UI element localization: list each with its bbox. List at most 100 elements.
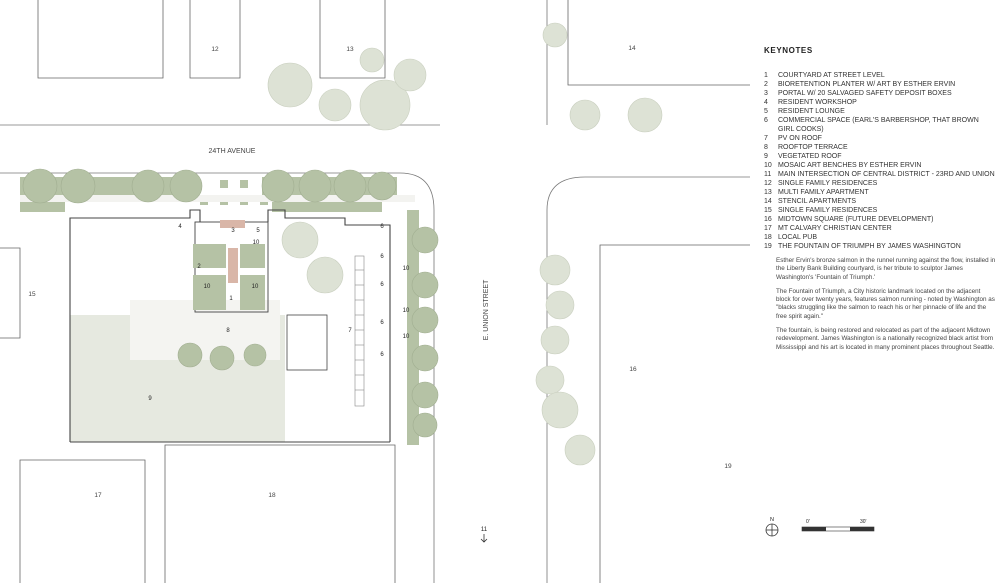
lot-lines bbox=[0, 0, 750, 583]
keynote-number: 16 bbox=[764, 216, 772, 223]
keynote-text: LOCAL PUB bbox=[778, 234, 818, 241]
keynote-number: 13 bbox=[764, 189, 772, 196]
key-10d: 10 bbox=[403, 266, 410, 272]
key-8: 8 bbox=[226, 328, 230, 334]
keynote-text: RESIDENT LOUNGE bbox=[778, 108, 845, 115]
key-7: 7 bbox=[348, 328, 352, 334]
keynote-text: STENCIL APARTMENTS bbox=[778, 198, 857, 205]
keynote-item: 16 MIDTOWN SQUARE (FUTURE DEVELOPMENT) bbox=[764, 215, 996, 224]
keynote-item: 2 BIORETENTION PLANTER W/ ART BY ESTHER E… bbox=[764, 80, 996, 89]
key-10c: 10 bbox=[252, 284, 259, 290]
keynote-number: 8 bbox=[764, 144, 768, 151]
keynote-item: 4 RESIDENT WORKSHOP bbox=[764, 98, 996, 107]
keynote-number: 1 bbox=[764, 72, 768, 79]
lot-18: 18 bbox=[268, 492, 276, 499]
north-label: N bbox=[770, 517, 774, 523]
keynote-text: SINGLE FAMILY RESIDENCES bbox=[778, 207, 878, 214]
scale-end: 30' bbox=[860, 519, 867, 525]
lot-number-labels: 12 13 14 15 16 17 18 19 bbox=[28, 45, 732, 499]
key-2: 2 bbox=[197, 264, 201, 270]
street-label-24th: 24TH AVENUE bbox=[209, 148, 256, 155]
street-curbs bbox=[0, 0, 750, 583]
keynote-text: SINGLE FAMILY RESIDENCES bbox=[778, 180, 878, 187]
keynote-text: MOSAIC ART BENCHES BY ESTHER ERVIN bbox=[778, 162, 922, 169]
street-label-union: E. UNION STREET bbox=[483, 279, 490, 340]
keynote-item: 11 MAIN INTERSECTION OF CENTRAL DISTRICT … bbox=[764, 170, 996, 179]
lot-16: 16 bbox=[629, 366, 637, 373]
lot-17: 17 bbox=[94, 492, 102, 499]
key-3: 3 bbox=[231, 228, 235, 234]
keynote-item: 19 THE FOUNTAIN OF TRIUMPH BY JAMES WASHI… bbox=[764, 242, 996, 251]
keynote-text: MIDTOWN SQUARE (FUTURE DEVELOPMENT) bbox=[778, 216, 934, 223]
site-plan: 24TH AVENUE E. UNION STREET 12 13 14 15 … bbox=[0, 0, 750, 583]
key-10b: 10 bbox=[204, 284, 211, 290]
pv-panels bbox=[354, 255, 365, 407]
keynote-item: 10 MOSAIC ART BENCHES BY ESTHER ERVIN bbox=[764, 161, 996, 170]
keynote-item: 12 SINGLE FAMILY RESIDENCES bbox=[764, 179, 996, 188]
north-arrow-icon: N bbox=[765, 517, 779, 537]
key-10a: 10 bbox=[253, 240, 260, 246]
keynote-number: 9 bbox=[764, 153, 768, 160]
keynote-item: 8 ROOFTOP TERRACE bbox=[764, 143, 996, 152]
key-4: 4 bbox=[178, 224, 182, 230]
key-10f: 10 bbox=[403, 334, 410, 340]
keynote-number: 7 bbox=[764, 135, 768, 142]
keynote-text: MT CALVARY CHRISTIAN CENTER bbox=[778, 225, 892, 232]
lot-12: 12 bbox=[211, 46, 219, 53]
keynote-number: 15 bbox=[764, 207, 772, 214]
keynote-text: MAIN INTERSECTION OF CENTRAL DISTRICT - … bbox=[778, 171, 995, 178]
keynote-text: PV ON ROOF bbox=[778, 135, 822, 142]
trees bbox=[267, 22, 663, 466]
key-6a: 6 bbox=[380, 224, 384, 230]
key-11: 11 bbox=[481, 527, 488, 533]
keynote-number: 10 bbox=[764, 162, 772, 169]
keynote-number: 2 bbox=[764, 81, 768, 88]
key-6d: 6 bbox=[380, 320, 384, 326]
keynote-number: 3 bbox=[764, 90, 768, 97]
keynote-text: BIORETENTION PLANTER W/ ART BY ESTHER ER… bbox=[778, 81, 956, 88]
lot-19: 19 bbox=[724, 463, 732, 470]
courtyard-planters bbox=[193, 220, 265, 310]
keynote-text: THE FOUNTAIN OF TRIUMPH BY JAMES WASHING… bbox=[778, 243, 961, 250]
keynote-item: 6 COMMERCIAL SPACE (EARL'S BARBERSHOP, TH… bbox=[764, 116, 996, 134]
key-6b: 6 bbox=[380, 254, 384, 260]
scale-and-north: N 0' 30' bbox=[765, 517, 875, 537]
keynotes-title: KEYNOTES bbox=[764, 46, 813, 55]
keynote-item: 5 RESIDENT LOUNGE bbox=[764, 107, 996, 116]
keynote-number: 11 bbox=[764, 171, 772, 178]
lot-13: 13 bbox=[346, 46, 354, 53]
key-5: 5 bbox=[256, 228, 260, 234]
keynote-number: 4 bbox=[764, 99, 768, 106]
lot-14: 14 bbox=[628, 45, 636, 52]
scale-bar: 0' 30' bbox=[801, 519, 875, 532]
keynote-text: COMMERCIAL SPACE (EARL'S BARBERSHOP, THA… bbox=[778, 117, 979, 133]
keynote-number: 17 bbox=[764, 225, 772, 232]
key-6c: 6 bbox=[380, 282, 384, 288]
plan-key-labels: 1 2 3 4 5 6 6 6 6 6 7 8 9 10 10 10 10 10… bbox=[148, 224, 410, 402]
keynote-text: RESIDENT WORKSHOP bbox=[778, 99, 857, 106]
keynote-item: 15 SINGLE FAMILY RESIDENCES bbox=[764, 206, 996, 215]
keynote-number: 5 bbox=[764, 108, 768, 115]
keynote-paragraph: The Fountain of Triumph, a City historic… bbox=[776, 287, 995, 320]
keynote-item: 17 MT CALVARY CHRISTIAN CENTER bbox=[764, 224, 996, 233]
keynote-number: 12 bbox=[764, 180, 772, 187]
sidewalk-pavement bbox=[20, 195, 415, 202]
lot-15: 15 bbox=[28, 291, 36, 298]
keynote-item: 7 PV ON ROOF bbox=[764, 134, 996, 143]
keynotes-paragraphs: Esther Ervin's bronze salmon in the runn… bbox=[764, 257, 996, 352]
key-6e: 6 bbox=[380, 352, 384, 358]
key-1: 1 bbox=[229, 296, 233, 302]
key-10e: 10 bbox=[403, 308, 410, 314]
keynote-text: ROOFTOP TERRACE bbox=[778, 144, 848, 151]
keynote-number: 19 bbox=[764, 243, 772, 250]
key-9: 9 bbox=[148, 396, 152, 402]
keynote-number: 6 bbox=[764, 117, 768, 124]
arrow-down-icon bbox=[480, 534, 488, 543]
